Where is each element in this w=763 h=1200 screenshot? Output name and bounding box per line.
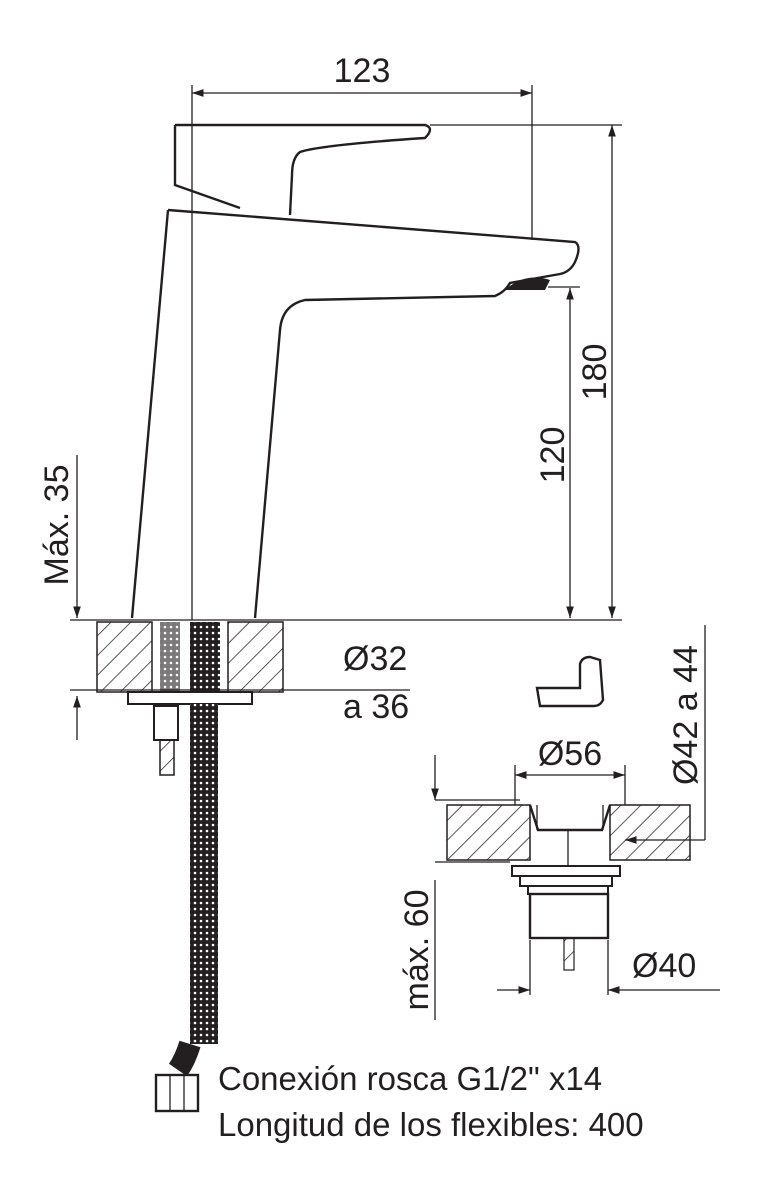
countertop-section-detail [446, 804, 691, 861]
dim-width-123: 123 [334, 52, 391, 90]
clip-part [535, 655, 605, 708]
flexible-hose-1 [190, 704, 218, 1044]
dim-flange-56: Ø56 [538, 735, 602, 773]
dim-body-40: Ø40 [632, 947, 696, 985]
dim-max-60: máx. 60 [398, 890, 436, 1011]
threaded-rod [159, 739, 175, 776]
washer [127, 691, 253, 705]
hose-connector [154, 1073, 200, 1113]
hose-length-note: Longitud de los flexibles: 400 [218, 1106, 644, 1143]
dim-height-180: 180 [576, 344, 614, 401]
nut [153, 705, 179, 741]
dim-outer-42-44: Ø42 a 44 [667, 645, 705, 785]
dim-hole-36: a 36 [343, 688, 409, 726]
faucet-lever [173, 123, 432, 216]
countertop-section [96, 621, 284, 693]
dim-max-35: Máx. 35 [38, 465, 76, 586]
dim-spout-120: 120 [534, 427, 572, 484]
faucet-body [130, 208, 580, 619]
mounting-nut [511, 830, 621, 971]
connection-note: Conexión rosca G1/2" x14 [218, 1060, 602, 1097]
aerator [505, 277, 550, 290]
dim-hole-32: Ø32 [343, 640, 407, 678]
